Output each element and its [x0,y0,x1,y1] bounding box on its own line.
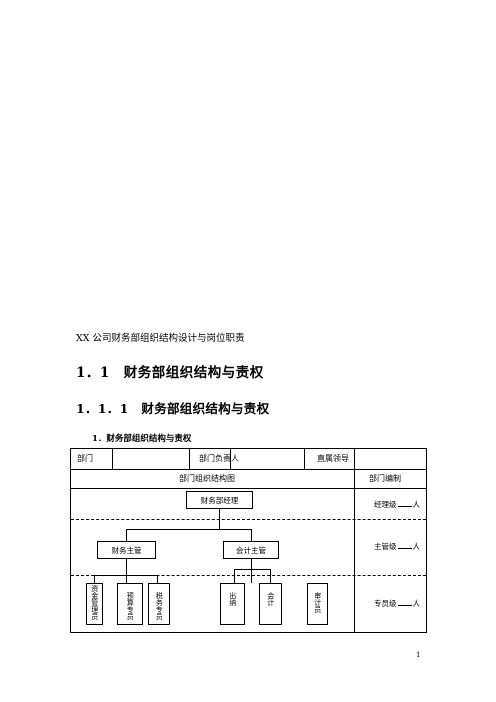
auditor-box: 审计员 [307,583,328,625]
tax-specialist-label: 税务专员 [155,592,164,620]
cashier-box: 出纳 [220,583,245,625]
cell-border [230,449,231,469]
connector-line [94,575,95,583]
manager-quota: 经理级 人 [374,499,420,510]
dept-label: 部门 [77,454,93,463]
level-divider [71,575,426,576]
accounting-supervisor-box: 会计主管 [223,541,279,559]
connector-line [126,529,251,530]
org-structure-table: 部门 部门负责人 直属领导 部门组织结构图 部门编制 财务部经理 财务主管 会计… [70,448,427,633]
document-title: XX 公司财务部组织结构设计与岗位职责 [76,333,245,344]
dept-head-label: 部门负责人 [199,454,239,463]
cell-border [189,449,190,469]
budget-specialist-label: 预算专员 [126,592,135,620]
staff-quota-label: 专员级 [374,599,397,608]
heading-3: 1．财务部组织结构与责权 [92,434,192,444]
level-divider [71,519,426,520]
auditor-label: 审计员 [313,592,322,613]
connector-line [157,575,158,583]
finance-manager-box: 财务部经理 [186,491,253,509]
staff-quota-blank[interactable] [397,598,412,606]
supervisor-quota-blank[interactable] [397,541,412,549]
quota-column-border [354,449,355,632]
accountant-label: 会计 [266,592,275,606]
cashier-label: 出纳 [228,592,237,606]
direct-leader-label: 直属领导 [317,454,349,463]
accountant-box: 会计 [259,583,282,625]
page-number: 1 [416,651,421,659]
org-chart-label: 部门组织结构图 [179,474,235,483]
tax-specialist-box: 税务专员 [148,583,170,625]
quota-unit: 人 [412,500,421,509]
dept-quota-label: 部门编制 [369,474,401,483]
connector-line [251,529,252,541]
connector-line [219,509,220,529]
fund-manager-box: 资金管理员 [86,583,103,625]
budget-specialist-box: 预算专员 [117,583,143,625]
connector-line [251,559,252,583]
finance-supervisor-box: 财务主管 [97,541,156,559]
row-divider [71,488,426,489]
connector-line [234,569,270,570]
staff-quota: 专员级 人 [374,598,420,609]
cell-border [112,449,113,469]
fund-manager-label: 资金管理员 [90,585,99,620]
manager-quota-blank[interactable] [397,499,412,507]
cell-border [304,449,305,469]
row-divider [71,469,426,470]
connector-line [126,559,127,583]
heading-1: 1．1 财务部组织结构与责权 [76,365,264,381]
connector-line [270,569,271,583]
quota-unit: 人 [412,542,421,551]
connector-line [94,575,157,576]
supervisor-quota-label: 主管级 [374,542,397,551]
connector-line [234,569,235,583]
connector-line [126,529,127,541]
supervisor-quota: 主管级 人 [374,541,420,552]
quota-unit: 人 [412,599,421,608]
heading-2: 1．1．1 财务部组织结构与责权 [76,401,270,416]
manager-quota-label: 经理级 [374,500,397,509]
